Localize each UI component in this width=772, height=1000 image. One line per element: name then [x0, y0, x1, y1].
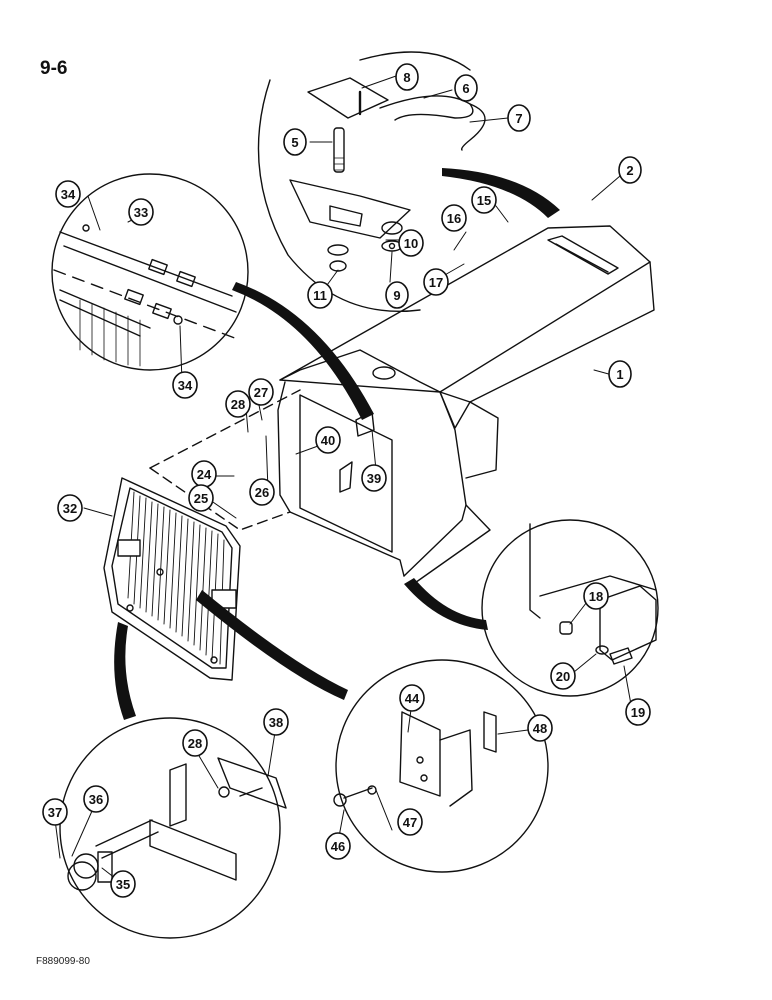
callout-label: 33 — [134, 205, 148, 220]
callout-label: 16 — [447, 211, 461, 226]
callout-6: 6 — [454, 74, 478, 102]
callout-19: 19 — [625, 698, 651, 726]
callout-11: 11 — [307, 281, 333, 309]
callout-10: 10 — [398, 229, 424, 257]
callout-label: 39 — [367, 471, 381, 486]
callout-label: 48 — [533, 721, 547, 736]
callout-label: 28 — [188, 736, 202, 751]
callout-8: 8 — [395, 63, 419, 91]
hood-assembly — [149, 225, 655, 586]
callout-label: 2 — [626, 163, 633, 178]
callout-label: 35 — [116, 877, 130, 892]
callout-37: 37 — [42, 798, 68, 826]
callout-25: 25 — [188, 484, 214, 512]
callout-label: 38 — [269, 715, 283, 730]
callout-28: 28 — [182, 729, 208, 757]
callout-27: 27 — [248, 378, 274, 406]
callout-label: 9 — [393, 288, 400, 303]
callout-38: 38 — [263, 708, 289, 736]
detail-circle-grille-bracket — [333, 659, 549, 873]
callout-24: 24 — [191, 460, 217, 488]
callout-label: 11 — [313, 288, 327, 303]
callout-36: 36 — [83, 785, 109, 813]
leader-bands — [114, 168, 560, 720]
callout-label: 7 — [515, 111, 522, 126]
callout-48: 48 — [527, 714, 553, 742]
callout-44: 44 — [399, 684, 425, 712]
callout-5: 5 — [283, 128, 307, 156]
callout-label: 34 — [178, 378, 193, 393]
page-number: 9-6 — [40, 58, 68, 79]
callout-label: 46 — [331, 839, 345, 854]
figure-code: F889099-80 — [36, 956, 90, 967]
callout-label: 28 — [231, 397, 245, 412]
callout-label: 37 — [48, 805, 62, 820]
callout-47: 47 — [397, 808, 423, 836]
callout-35: 35 — [110, 870, 136, 898]
callout-34: 34 — [55, 180, 81, 208]
callout-20: 20 — [550, 662, 576, 690]
detail-circle-grille-knob — [59, 717, 287, 939]
callout-39: 39 — [361, 464, 387, 492]
callout-label: 24 — [197, 467, 212, 482]
callout-9: 9 — [385, 281, 409, 309]
callout-16: 16 — [441, 204, 467, 232]
detail-circle-hinge — [481, 519, 659, 697]
callout-label: 32 — [63, 501, 77, 516]
leader-lines — [53, 75, 633, 883]
callout-label: 20 — [556, 669, 570, 684]
callout-label: 26 — [255, 485, 269, 500]
callout-label: 25 — [194, 491, 208, 506]
callout-17: 17 — [423, 268, 449, 296]
callout-34: 34 — [172, 371, 198, 399]
callout-46: 46 — [325, 832, 351, 860]
callout-15: 15 — [471, 186, 497, 214]
callout-1: 1 — [608, 360, 632, 388]
callout-label: 40 — [321, 433, 335, 448]
callout-label: 5 — [291, 135, 298, 150]
callout-label: 15 — [477, 193, 491, 208]
callout-2: 2 — [618, 156, 642, 184]
front-grille — [103, 477, 241, 681]
callout-28: 28 — [225, 390, 251, 418]
callout-26: 26 — [249, 478, 275, 506]
callout-label: 36 — [89, 792, 103, 807]
callout-32: 32 — [57, 494, 83, 522]
callout-7: 7 — [507, 104, 531, 132]
callout-label: 19 — [631, 705, 645, 720]
detail-circle-hood-latch — [257, 51, 486, 313]
callout-40: 40 — [315, 426, 341, 454]
callout-label: 34 — [61, 187, 76, 202]
callout-label: 1 — [616, 367, 623, 382]
callout-label: 18 — [589, 589, 603, 604]
callout-18: 18 — [583, 582, 609, 610]
callout-label: 8 — [403, 70, 410, 85]
callout-label: 10 — [404, 236, 418, 251]
callout-label: 27 — [254, 385, 268, 400]
callout-label: 6 — [462, 81, 469, 96]
callout-33: 33 — [128, 198, 154, 226]
callout-label: 17 — [429, 275, 443, 290]
callout-label: 47 — [403, 815, 417, 830]
callout-label: 44 — [405, 691, 420, 706]
detail-circle-side-strip — [51, 173, 249, 371]
